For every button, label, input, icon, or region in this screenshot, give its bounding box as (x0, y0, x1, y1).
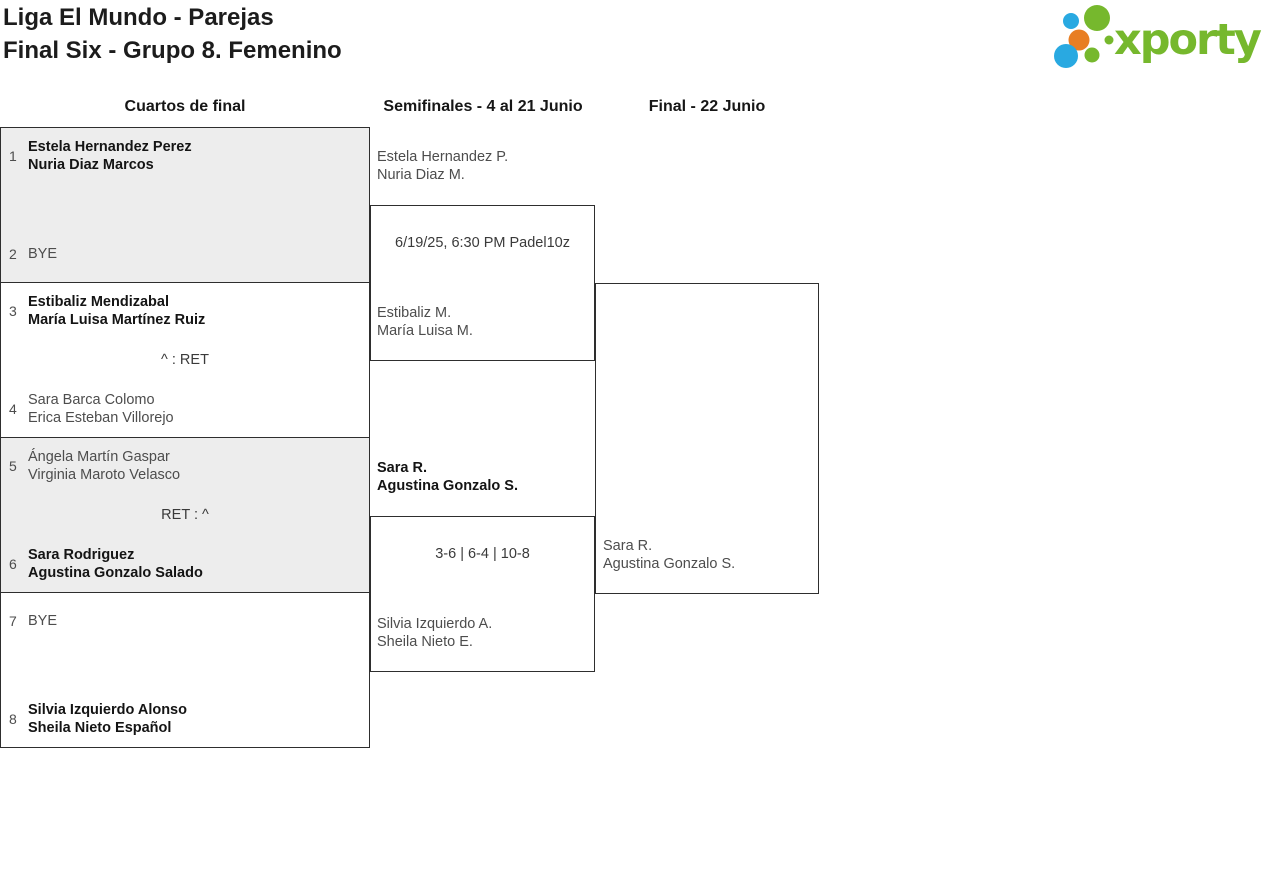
player-name: Sheila Nieto Español (28, 720, 172, 736)
seed-number: 2 (9, 246, 17, 262)
semifinal-2-top-team: Sara R. Agustina Gonzalo S. (377, 459, 518, 495)
semifinal-2-bottom-team: Silvia Izquierdo A. Sheila Nieto E. (377, 615, 492, 651)
final-bottom-team: Sara R. Agustina Gonzalo S. (603, 537, 735, 573)
semifinal-1-match-box: 6/19/25, 6:30 PM Padel10z (370, 205, 595, 361)
team-row-top: 1 Estela Hernandez Perez Nuria Diaz Marc… (9, 136, 359, 176)
round-header-quarterfinals: Cuartos de final (124, 98, 246, 115)
team-row-top: 5 Ángela Martín Gaspar Virginia Maroto V… (9, 446, 359, 486)
semifinal-1-top-team: Estela Hernandez P. Nuria Diaz M. (377, 148, 508, 184)
seed-number: 6 (9, 556, 17, 572)
player-name: Estela Hernandez Perez (28, 139, 192, 155)
player-name: María Luisa Martínez Ruiz (28, 312, 206, 328)
logo-dots-icon (1054, 5, 1114, 68)
player-name: Sara Barca Colomo (28, 392, 155, 408)
player-name: Virginia Maroto Velasco (28, 467, 181, 483)
team-names: BYE (28, 245, 57, 263)
qf-match-4: 7 BYE 8 Silvia Izquierdo Alonso Sheila N… (0, 592, 370, 748)
final-match-box (595, 283, 819, 594)
seed-number: 7 (9, 613, 17, 629)
semifinal-2-match-box: 3-6 | 6-4 | 10-8 (370, 516, 595, 672)
player-name: Sheila Nieto E. (377, 634, 473, 650)
round-header-final: Final - 22 Junio (648, 98, 766, 115)
team-names: Estela Hernandez Perez Nuria Diaz Marcos (28, 138, 192, 174)
player-name: Sara Rodriguez (28, 547, 135, 563)
player-name: BYE (28, 613, 58, 629)
logo-wordmark: xporty (1114, 15, 1262, 65)
team-row-bottom: 2 BYE (9, 234, 359, 274)
team-row-top: 3 Estibaliz Mendizabal María Luisa Martí… (9, 291, 359, 331)
player-name: Estibaliz Mendizabal (28, 294, 169, 310)
qf-match-2: 3 Estibaliz Mendizabal María Luisa Martí… (0, 282, 370, 438)
player-name: María Luisa M. (377, 323, 473, 339)
team-names: Silvia Izquierdo Alonso Sheila Nieto Esp… (28, 701, 187, 737)
team-names: BYE (28, 612, 57, 630)
player-name: Nuria Diaz M. (377, 167, 465, 183)
page-title-line1: Liga El Mundo - Parejas (3, 4, 274, 31)
team-row-bottom: 8 Silvia Izquierdo Alonso Sheila Nieto E… (9, 699, 359, 739)
player-name: Estela Hernandez P. (377, 149, 509, 165)
page-title-line2: Final Six - Grupo 8. Femenino (3, 37, 342, 64)
seed-number: 1 (9, 148, 17, 164)
qf-match-3: 5 Ángela Martín Gaspar Virginia Maroto V… (0, 437, 370, 593)
team-row-bottom: 4 Sara Barca Colomo Erica Esteban Villor… (9, 389, 359, 429)
qf-match-1: 1 Estela Hernandez Perez Nuria Diaz Marc… (0, 127, 370, 283)
match-result: ^ : RET (161, 352, 209, 368)
semifinal-1-bottom-team: Estibaliz M. María Luisa M. (377, 304, 473, 340)
player-name: Estibaliz M. (377, 305, 452, 321)
match-result: RET : ^ (161, 507, 209, 523)
seed-number: 5 (9, 458, 17, 474)
round-header-semifinals: Semifinales - 4 al 21 Junio (383, 98, 583, 115)
semifinal-2-score: 3-6 | 6-4 | 10-8 (435, 546, 530, 562)
page-title: Liga El Mundo - Parejas Final Six - Grup… (3, 1, 342, 67)
team-row-top: 7 BYE (9, 601, 359, 641)
player-name: Agustina Gonzalo Salado (28, 565, 203, 581)
team-names: Sara Barca Colomo Erica Esteban Villorej… (28, 391, 174, 427)
player-name: Erica Esteban Villorejo (28, 410, 174, 426)
quarterfinals-column: 1 Estela Hernandez Perez Nuria Diaz Marc… (0, 127, 370, 748)
player-name: Sara R. (603, 538, 653, 554)
seed-number: 8 (9, 711, 17, 727)
player-name: Silvia Izquierdo A. (377, 616, 493, 632)
semifinal-1-schedule: 6/19/25, 6:30 PM Padel10z (395, 235, 570, 251)
player-name: Sara R. (377, 460, 427, 476)
player-name: Agustina Gonzalo S. (603, 556, 736, 572)
team-names: Sara Rodriguez Agustina Gonzalo Salado (28, 546, 203, 582)
team-names: Estibaliz Mendizabal María Luisa Martíne… (28, 293, 205, 329)
player-name: Nuria Diaz Marcos (28, 157, 154, 173)
seed-number: 3 (9, 303, 17, 319)
player-name: Agustina Gonzalo S. (377, 478, 518, 494)
seed-number: 4 (9, 401, 17, 417)
player-name: Silvia Izquierdo Alonso (28, 702, 187, 718)
xporty-logo: xporty (1054, 5, 1264, 68)
team-names: Ángela Martín Gaspar Virginia Maroto Vel… (28, 448, 180, 484)
team-row-bottom: 6 Sara Rodriguez Agustina Gonzalo Salado (9, 544, 359, 584)
player-name: Ángela Martín Gaspar (28, 449, 170, 465)
player-name: BYE (28, 246, 58, 262)
